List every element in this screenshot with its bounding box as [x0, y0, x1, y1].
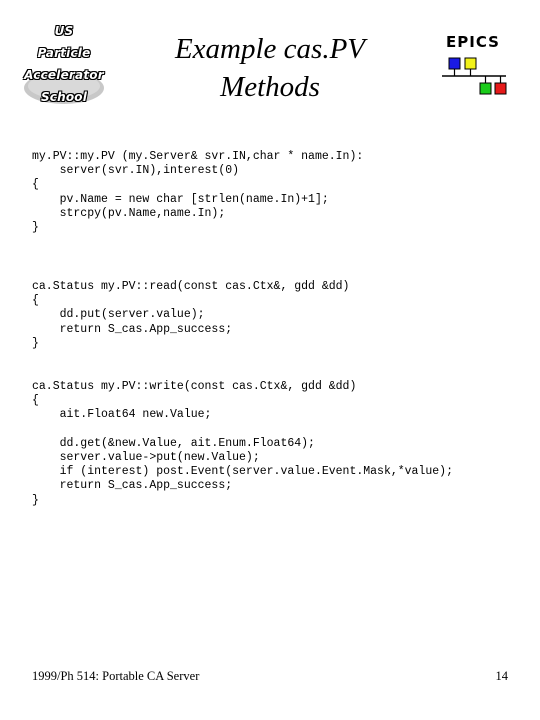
- code-line: server(svr.IN),interest(0): [32, 164, 240, 178]
- uspas-logo-line-3: Accelerator: [24, 68, 104, 82]
- uspas-logo: US Particle Accelerator School: [22, 22, 106, 108]
- code-line: ca.Status my.PV::read(const cas.Ctx&, gd…: [32, 280, 350, 293]
- page-title-line-2: Methods: [220, 71, 320, 103]
- code-line: my.PV::my.PV (my.Server& svr.IN,char * n…: [32, 150, 364, 163]
- uspas-logo-line-2: Particle: [37, 46, 91, 60]
- code-line: {: [32, 178, 39, 192]
- uspas-logo-line-4: School: [40, 90, 88, 104]
- code-block-constructor: my.PV::my.PV (my.Server& svr.IN,char * n…: [32, 150, 363, 235]
- code-block-write: ca.Status my.PV::write(const cas.Ctx&, g…: [32, 380, 453, 508]
- epics-logo-text: EPICS: [446, 33, 500, 51]
- code-line: if (interest) post.Event(server.value.Ev…: [32, 465, 453, 479]
- footer-page-number: 14: [495, 669, 509, 683]
- code-line: return S_cas.App_success;: [32, 322, 233, 336]
- code-line: }: [32, 336, 39, 350]
- page-title-line-1: Example cas.PV: [174, 33, 366, 65]
- code-line: strcpy(pv.Name,name.In);: [32, 206, 226, 220]
- code-block-read: ca.Status my.PV::read(const cas.Ctx&, gd…: [32, 280, 349, 351]
- uspas-logo-icon: [24, 72, 104, 104]
- epics-network-icon: [442, 57, 507, 95]
- code-line: pv.Name = new char [strlen(name.In)+1];: [32, 192, 329, 206]
- code-line: ca.Status my.PV::write(const cas.Ctx&, g…: [32, 380, 357, 393]
- code-line: ait.Float64 new.Value;: [32, 408, 212, 422]
- code-line: dd.get(&new.Value, ait.Enum.Float64);: [32, 436, 315, 450]
- code-line: server.value->put(new.Value);: [32, 451, 260, 465]
- uspas-logo-line-1: US: [54, 24, 74, 38]
- code-line: {: [32, 294, 39, 308]
- code-line: }: [32, 221, 39, 235]
- code-line: {: [32, 394, 39, 408]
- page-title: Example cas.PV Methods: [140, 30, 400, 106]
- code-line: }: [32, 493, 39, 507]
- epics-logo: EPICS: [440, 33, 520, 98]
- code-line: return S_cas.App_success;: [32, 479, 233, 493]
- code-line: dd.put(server.value);: [32, 308, 205, 322]
- footer-course-label: 1999/Ph 514: Portable CA Server: [32, 669, 200, 683]
